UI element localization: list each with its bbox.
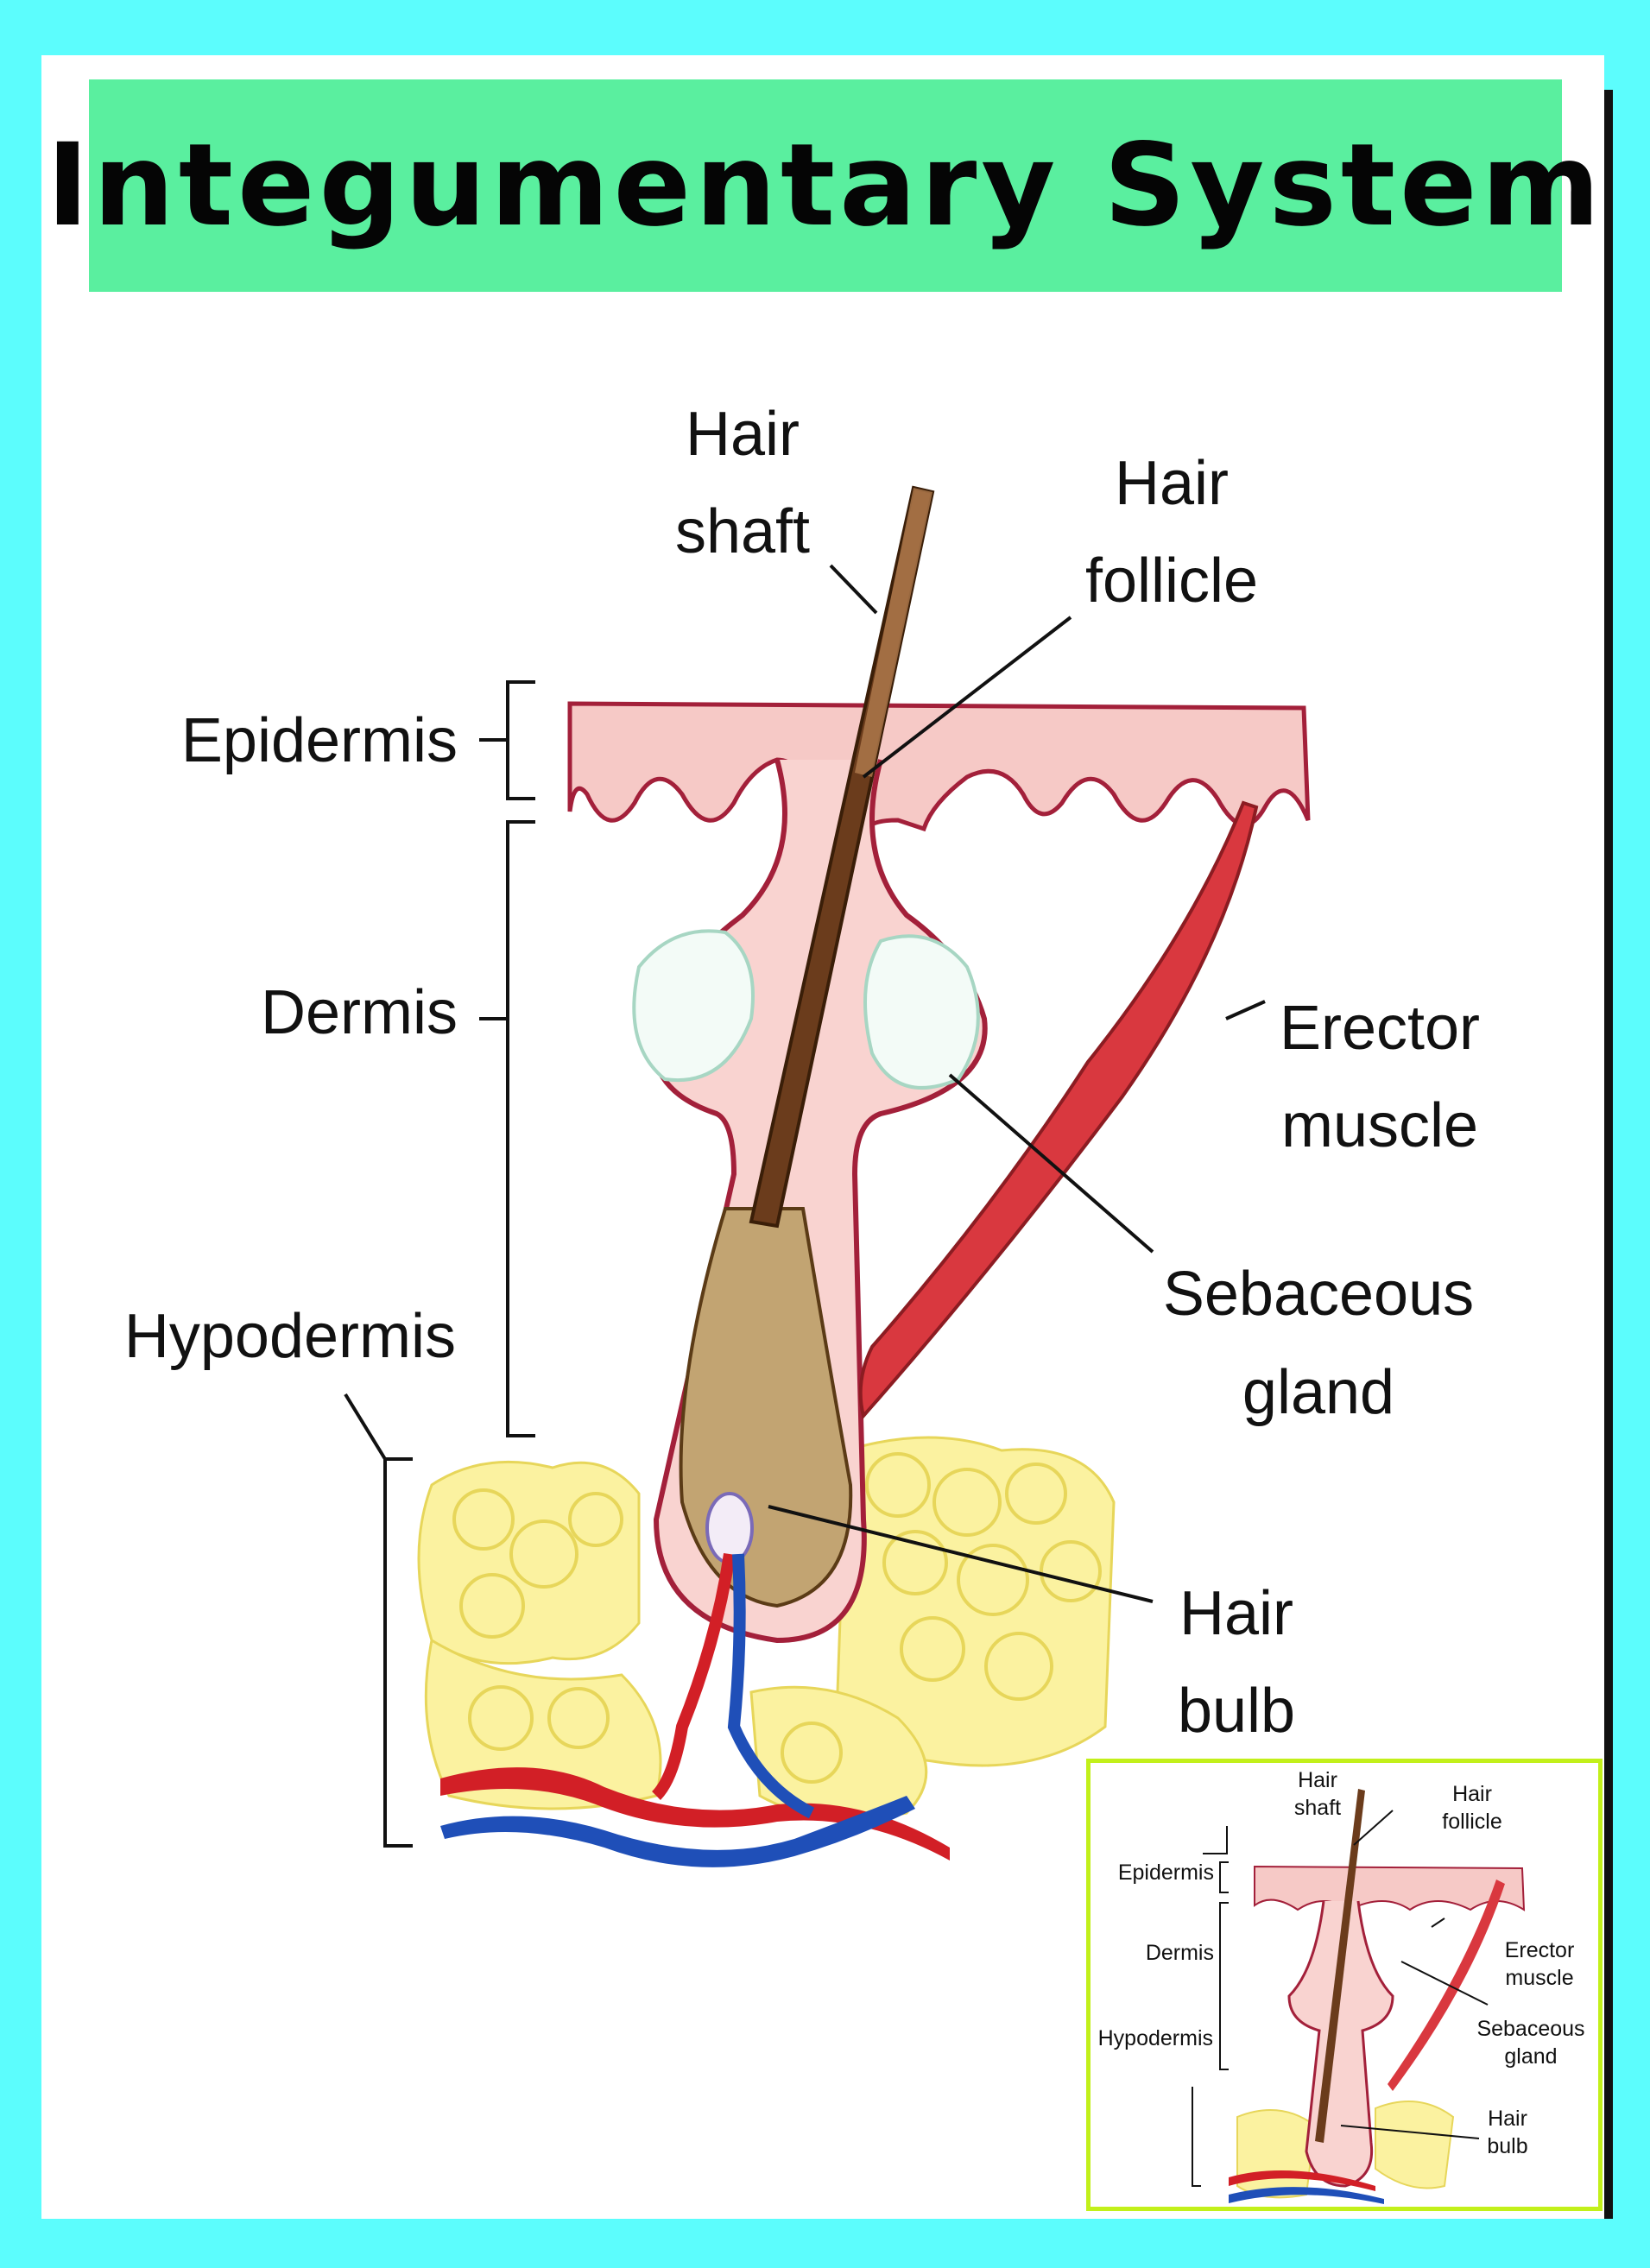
- inset-hair-shaft-2: shaft: [1294, 1796, 1341, 1820]
- hair-bulb-label-2: bulb: [1178, 1677, 1295, 1746]
- erector-muscle-label-2: muscle: [1281, 1091, 1478, 1160]
- hypodermis-bracket: [344, 1393, 413, 1848]
- sebaceous-gland: [632, 929, 980, 1090]
- hypodermis-fat: [417, 1436, 1116, 1821]
- erector-muscle-label-1: Erector: [1280, 994, 1480, 1063]
- inset-hair-bulb-2: bulb: [1487, 2134, 1527, 2158]
- hair-shaft-label-1: Hair: [686, 400, 800, 469]
- inset-diagram: Hair shaft Hair follicle Epidermis Dermi…: [1098, 1768, 1585, 2204]
- title-banner: Integumentary System: [47, 79, 1600, 292]
- inset-dermis: Dermis: [1146, 1941, 1214, 1965]
- leader-lines: [768, 564, 1266, 1603]
- dermis-label: Dermis: [261, 978, 458, 1047]
- inset-hair-follicle-2: follicle: [1442, 1810, 1501, 1834]
- sebaceous-gland-label-1: Sebaceous: [1163, 1260, 1474, 1329]
- inset-erector-1: Erector: [1505, 1938, 1575, 1962]
- inset-hypodermis: Hypodermis: [1098, 2026, 1213, 2050]
- hair-shaft-label-2: shaft: [675, 497, 810, 566]
- dermal-papilla: [705, 1492, 754, 1564]
- inset-hair-shaft-1: Hair: [1298, 1768, 1337, 1792]
- page-title: Integumentary System: [46, 119, 1605, 252]
- inset-sebaceous-1: Sebaceous: [1476, 2017, 1584, 2041]
- inset-erector-2: muscle: [1505, 1966, 1573, 1990]
- epidermis-layer: [567, 701, 1311, 832]
- inset-epidermis: Epidermis: [1118, 1861, 1214, 1885]
- epidermis-label: Epidermis: [181, 706, 458, 775]
- erector-muscle: [858, 800, 1259, 1420]
- hypodermis-label: Hypodermis: [124, 1302, 456, 1371]
- blood-vessels: [440, 1552, 950, 1867]
- inset-hair-bulb-1: Hair: [1488, 2107, 1527, 2131]
- inset-sebaceous-2: gland: [1504, 2044, 1557, 2069]
- sebaceous-gland-label-2: gland: [1242, 1358, 1394, 1427]
- dermis-bracket: [479, 820, 535, 1437]
- inset-thumbnail: Hair shaft Hair follicle Epidermis Dermi…: [1086, 1759, 1603, 2211]
- epidermis-bracket: [479, 680, 535, 800]
- hair-bulb-label-1: Hair: [1179, 1579, 1293, 1648]
- hair-follicle-label-2: follicle: [1085, 546, 1258, 616]
- inset-hair-follicle-1: Hair: [1452, 1782, 1492, 1806]
- hair-follicle-label-1: Hair: [1115, 449, 1229, 518]
